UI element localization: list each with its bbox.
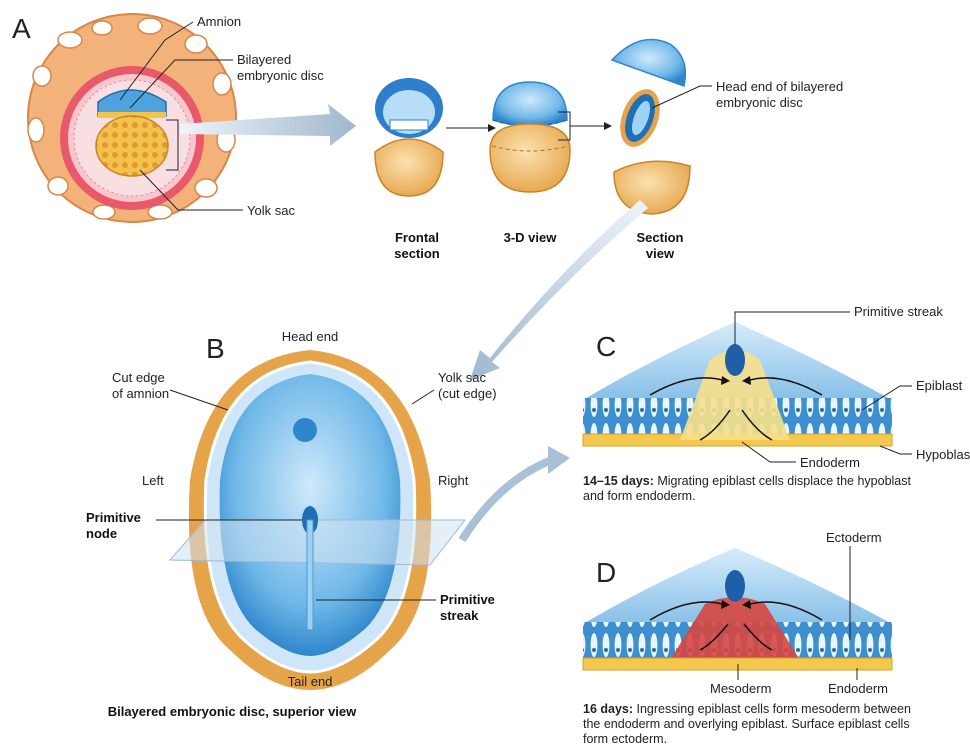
panel-c-label: C xyxy=(596,331,616,362)
panel-b-caption: Bilayered embryonic disc, superior view xyxy=(108,704,357,719)
panel-d-label: D xyxy=(596,557,616,588)
implanted-blastocyst-illustration xyxy=(28,14,236,222)
section-view-illustration xyxy=(612,40,690,214)
panel-d-caption-text: Ingressing epiblast cells form mesoderm … xyxy=(583,702,911,746)
ectoderm-label: Ectoderm xyxy=(826,530,882,545)
arrow-to-panel-b xyxy=(470,200,648,380)
amnion-label: Amnion xyxy=(197,14,241,29)
head-end-b-label: Head end xyxy=(282,329,338,344)
primitive-streak-b-label-1: Primitive xyxy=(440,592,495,607)
primitive-streak-c-label: Primitive streak xyxy=(854,304,943,319)
panel-c-caption: 14–15 days: Migrating epiblast cells dis… xyxy=(583,474,923,504)
hypoblast-label: Hypoblast xyxy=(916,447,970,462)
right-label: Right xyxy=(438,473,469,488)
arrow-to-panel-c xyxy=(462,460,552,540)
cut-edge-label-1: Cut edge xyxy=(112,370,165,385)
yolk-cut-leader xyxy=(412,390,434,404)
yolk-cut-label-2: (cut edge) xyxy=(438,386,497,401)
cut-edge-label-2: of amnion xyxy=(112,386,169,401)
left-label: Left xyxy=(142,473,164,488)
section-view-label-2: view xyxy=(646,246,675,261)
frontal-section-label-1: Frontal xyxy=(395,230,439,245)
head-end-label-1: Head end of bilayered xyxy=(716,79,843,94)
head-end-label-2: embryonic disc xyxy=(716,95,803,110)
primitive-streak-b-label-2: streak xyxy=(440,608,479,623)
bilayered-label-2: embryonic disc xyxy=(237,68,324,83)
primitive-node-label-2: node xyxy=(86,526,117,541)
cross-section-16-days xyxy=(583,548,892,670)
endoderm-d-label: Endoderm xyxy=(828,681,888,696)
yolk-sac-label: Yolk sac xyxy=(247,203,295,218)
panel-c-caption-bold: 14–15 days: xyxy=(583,474,654,488)
cross-section-14-15-days xyxy=(583,322,892,446)
cut-edge-leader xyxy=(170,390,228,410)
frontal-section-label-2: section xyxy=(394,246,440,261)
head-end-leader xyxy=(652,86,712,108)
primitive-node-label-1: Primitive xyxy=(86,510,141,525)
tail-end-label: Tail end xyxy=(288,674,333,689)
3d-view-label: 3-D view xyxy=(504,230,558,245)
mesoderm-label: Mesoderm xyxy=(710,681,771,696)
panel-b-label: B xyxy=(206,333,225,364)
panel-d-caption-bold: 16 days: xyxy=(583,702,633,716)
epiblast-label: Epiblast xyxy=(916,378,963,393)
section-view-label-1: Section xyxy=(637,230,684,245)
hypoblast-leader xyxy=(880,446,912,454)
panel-d-caption: 16 days: Ingressing epiblast cells form … xyxy=(583,702,928,747)
bilayered-label-1: Bilayered xyxy=(237,52,291,67)
yolk-cut-label-1: Yolk sac xyxy=(438,370,486,385)
3d-view-illustration xyxy=(490,82,570,192)
frontal-section-illustration xyxy=(375,78,443,196)
panel-a-label: A xyxy=(12,13,31,44)
endoderm-c-label: Endoderm xyxy=(800,455,860,470)
